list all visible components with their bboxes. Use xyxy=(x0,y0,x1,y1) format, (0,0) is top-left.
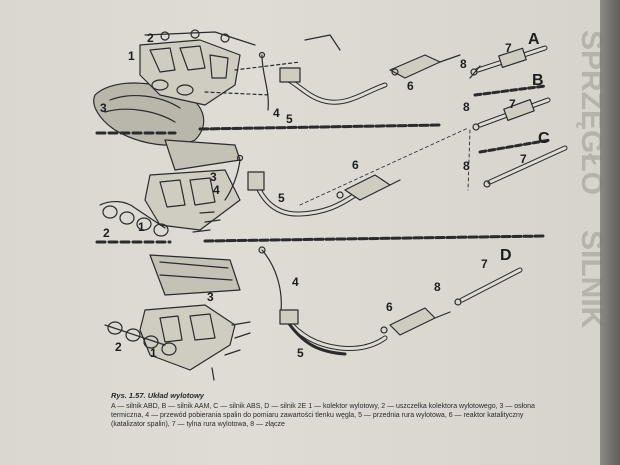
callout-s3-7: 7 xyxy=(481,257,488,271)
callout-s2-5: 5 xyxy=(278,191,285,205)
callout-s2-6: 6 xyxy=(352,158,359,172)
callout-b-8: 8 xyxy=(463,100,470,114)
section-3-exhaust-manifold xyxy=(104,246,523,381)
caption-title: Rys. 1.57. Układ wylotowy xyxy=(111,391,204,400)
callout-s1-7: 7 xyxy=(505,41,512,55)
page-edge xyxy=(600,0,620,465)
callout-b-7: 7 xyxy=(509,97,516,111)
callout-s1-4: 4 xyxy=(273,106,280,120)
section-2-exhaust-manifold xyxy=(99,139,401,237)
variant-label-a: A xyxy=(528,31,540,48)
separator-2b xyxy=(203,234,547,243)
callout-s3-5: 5 xyxy=(297,346,304,360)
callout-s1-1: 1 xyxy=(128,49,135,63)
caption-body: A — silnik ABD, B — silnik AAM, C — siln… xyxy=(111,403,535,428)
callout-s3-6: 6 xyxy=(386,300,393,314)
separator-1b xyxy=(198,123,442,131)
callout-s3-4: 4 xyxy=(292,275,299,289)
callout-s2-4: 4 xyxy=(213,183,220,197)
section-1-exhaust-manifold xyxy=(93,29,548,146)
callout-s3-1: 1 xyxy=(150,346,157,360)
callout-s3-3: 3 xyxy=(207,290,214,304)
figure-caption: Rys. 1.57. Układ wylotowy A — silnik ABD… xyxy=(111,391,551,429)
variant-b-rear-pipe xyxy=(472,97,551,131)
variant-label-d: D xyxy=(500,247,512,264)
callout-s3-2: 2 xyxy=(115,340,122,354)
callout-s1-5: 5 xyxy=(286,112,293,126)
callout-s1-2: 2 xyxy=(147,31,154,45)
variant-label-b: B xyxy=(532,72,544,89)
callout-c-8: 8 xyxy=(463,159,470,173)
callout-s2-3: 3 xyxy=(210,170,217,184)
variant-c-rear-pipe xyxy=(483,145,568,188)
separator-bc xyxy=(478,138,552,154)
callout-s1-6: 6 xyxy=(407,79,414,93)
callout-s2-1: 1 xyxy=(138,220,145,234)
separator-ab xyxy=(473,84,547,97)
callout-s1-8: 8 xyxy=(460,57,467,71)
callout-s2-2: 2 xyxy=(103,226,110,240)
callout-s3-8: 8 xyxy=(434,280,441,294)
callout-s1-3: 3 xyxy=(100,101,107,115)
callout-c-7: 7 xyxy=(520,152,527,166)
variant-label-c: C xyxy=(538,130,550,147)
